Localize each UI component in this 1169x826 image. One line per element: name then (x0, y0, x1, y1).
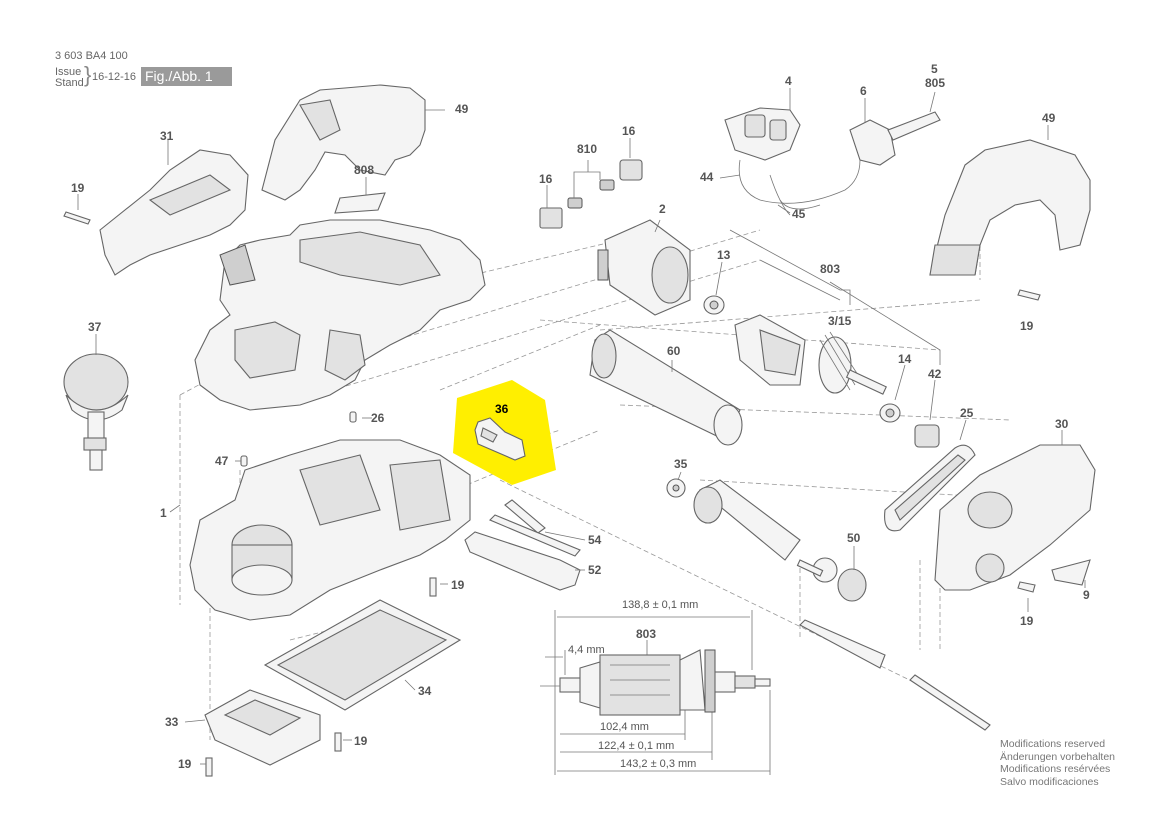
notice-line: Änderungen vorbehalten (1000, 750, 1116, 763)
label-part-33: 33 (165, 715, 179, 729)
part-52-guide-shape (464, 531, 581, 591)
issue-date: 16-12-16 (92, 71, 137, 83)
label-part-26: 26 (371, 411, 385, 425)
label-part-35: 35 (674, 457, 688, 471)
issue-label: Issue (55, 66, 82, 78)
armature-dimension-drawing (540, 610, 771, 775)
label-part-36: 36 (495, 402, 509, 416)
label-part-50: 50 (847, 531, 861, 545)
label-part-19: 19 (1020, 319, 1034, 333)
label-part-60: 60 (667, 344, 681, 358)
part-49-top-cover-shape (261, 84, 426, 201)
label-part-16: 16 (539, 172, 553, 186)
part-6-cable-guard-shape (849, 119, 896, 166)
label-part-19: 19 (354, 734, 368, 748)
part-26-pin-shape (349, 411, 357, 423)
label-part-42: 42 (928, 367, 942, 381)
part-47-pin-shape (240, 455, 248, 467)
dimension-overall-length: 138,8 ± 0,1 mm (622, 599, 699, 611)
label-part-1: 1 (160, 506, 167, 520)
part-2-field-coil-shape (597, 219, 691, 316)
part-16-block-b-shape (619, 159, 643, 181)
label-part-805: 805 (925, 76, 946, 90)
part-50-drum-shape (693, 479, 867, 602)
label-part-5: 5 (931, 62, 938, 76)
label-part-14: 14 (898, 352, 912, 366)
label-part-803: 803 (636, 627, 657, 641)
doc-number: 3 603 BA4 100 (55, 50, 128, 62)
label-part-54: 54 (588, 533, 602, 547)
part-3-armature-shape (734, 314, 887, 395)
label-part-803: 803 (820, 262, 841, 276)
label-part-47: 47 (215, 454, 229, 468)
part-808-label-shape (334, 192, 386, 214)
label-part-19: 19 (1020, 614, 1034, 628)
label-part-13: 13 (717, 248, 731, 262)
label-part-31: 31 (160, 129, 174, 143)
dimension-bearing-span: 122,4 ± 0,1 mm (598, 740, 675, 752)
label-part-19: 19 (178, 757, 192, 771)
label-part-49: 49 (1042, 111, 1056, 125)
part-9-label-shape (1051, 559, 1091, 586)
label-part-3-15: 3/15 (828, 314, 852, 328)
part-blade-shape (799, 619, 886, 669)
notice-line: Salvo modificaciones (1000, 775, 1099, 788)
label-part-30: 30 (1055, 417, 1069, 431)
part-4-switch-shape (724, 107, 801, 161)
label-part-19: 19 (451, 578, 465, 592)
screw-shapes (63, 211, 1041, 777)
notice-line: Modifications reserved (1000, 738, 1106, 750)
part-49-handle-cover-shape (929, 139, 1091, 276)
part-805-cable-shape (887, 111, 941, 141)
label-part-810: 810 (577, 142, 598, 156)
stand-label: Stand (55, 77, 84, 89)
label-part-2: 2 (659, 202, 666, 216)
label-part-19: 19 (71, 181, 85, 195)
label-part-16: 16 (622, 124, 636, 138)
notice-line: Modifications resérvées (1000, 763, 1111, 775)
label-part-49: 49 (455, 102, 469, 116)
label-part-52: 52 (588, 563, 602, 577)
label-part-34: 34 (418, 684, 432, 698)
brace-glyph: } (84, 62, 92, 87)
label-part-4: 4 (785, 74, 792, 88)
part-30-belt-cover-shape (934, 444, 1096, 591)
part-60-sleeve-shape (589, 329, 743, 446)
label-part-37: 37 (88, 320, 102, 334)
label-part-6: 6 (860, 84, 867, 98)
part-42-pulley-shape (914, 424, 940, 448)
dimension-total-length: 143,2 ± 0,3 mm (620, 758, 697, 770)
label-part-9: 9 (1083, 588, 1090, 602)
label-part-25: 25 (960, 406, 974, 420)
label-part-45: 45 (792, 207, 806, 221)
part-36-clip-shape (474, 417, 526, 461)
dimension-core-length: 102,4 mm (600, 721, 649, 733)
label-part-44: 44 (700, 170, 714, 184)
label-part-808: 808 (354, 163, 375, 177)
modifications-notice: Modifications reserved Änderungen vorbeh… (1000, 738, 1115, 788)
part-54-rod-shape (504, 499, 546, 534)
dimension-shaft-end: 4,4 mm (568, 644, 605, 656)
part-16-block-shape (539, 207, 563, 229)
fig-label: Fig./Abb. 1 (141, 67, 232, 86)
leader-lines (77, 88, 1086, 765)
part-37-depth-knob-shape (63, 353, 129, 471)
